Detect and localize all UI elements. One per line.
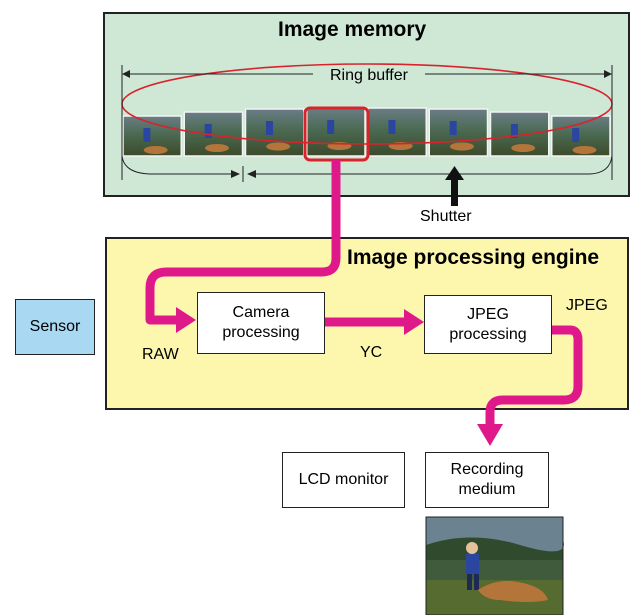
lcd-monitor-box: LCD monitor [282,452,405,508]
film-frame [244,108,305,157]
film-strip [122,107,611,157]
film-frame [551,115,611,157]
flow-arrow-memory-to-camera [145,160,341,333]
film-frame [122,115,182,157]
jpeg-processing-box: JPEG processing [424,295,552,354]
shutter-label: Shutter [420,208,472,225]
film-frame [428,108,489,157]
jpeg-output-label: JPEG [566,297,608,314]
ring-buffer-span [121,65,613,180]
recording-medium-box: Recording medium [425,452,549,508]
film-frame [306,107,366,157]
image-memory-panel [103,12,630,197]
yc-label: YC [360,344,383,361]
image-memory-title: Image memory [278,18,427,41]
ring-buffer-label: Ring buffer [330,67,409,84]
shutter-arrow [445,166,464,206]
flow-arrow-jpeg-to-recording [477,325,583,446]
flow-arrow-camera-to-jpeg [325,309,424,335]
buffer-brackets [121,155,613,182]
film-frame [183,111,244,157]
film-frame [489,111,550,157]
recorded-photo [425,516,564,615]
film-frame [367,107,427,157]
camera-processing-box: Camera processing [197,292,325,354]
sensor-box: Sensor [15,299,95,355]
raw-label: RAW [142,346,179,363]
image-processing-engine-title: Image processing engine [347,246,600,269]
